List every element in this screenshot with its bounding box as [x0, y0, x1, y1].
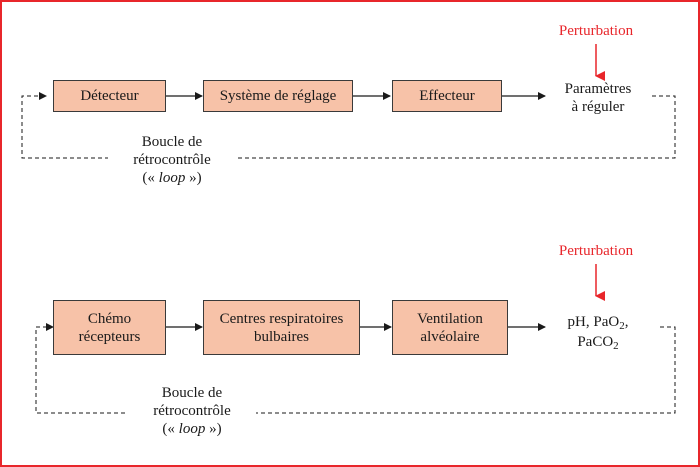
output-gaz-sanguins: pH, PaO2, PaCO2 [548, 312, 648, 352]
box-ventilation-alveolaire: Ventilation alvéolaire [392, 300, 508, 355]
loop-label-bottom: Boucle de rétrocontrôle (« loop ») [128, 384, 256, 438]
loop-label-top-line2: rétrocontrôle [133, 152, 211, 168]
loop-label-top-line3: (« loop ») [142, 170, 202, 186]
loop-label-bottom-line1: Boucle de [161, 385, 223, 401]
perturbation-label-top: Perturbation [558, 23, 634, 39]
box-detecteur: Détecteur [53, 80, 166, 112]
output-parametres-line1: Paramètres [564, 81, 632, 97]
perturbation-label-bottom: Perturbation [558, 243, 634, 259]
feedback-loop-bottom [35, 323, 676, 414]
box-centres-respiratoires: Centres respiratoires bulbaires [203, 300, 360, 355]
output-parametres: Paramètres à réguler [548, 80, 648, 116]
box-systeme-de-reglage: Système de réglage [203, 80, 353, 112]
output-gaz-line1: pH, PaO2, [567, 314, 629, 332]
loop-label-bottom-line3: (« loop ») [162, 421, 222, 437]
output-parametres-line2: à réguler [571, 99, 625, 115]
box-chemorecepteurs: Chémo récepteurs [53, 300, 166, 355]
output-gaz-line2: PaCO2 [577, 334, 619, 352]
box-effecteur: Effecteur [392, 80, 502, 112]
loop-label-top: Boucle de rétrocontrôle (« loop ») [108, 133, 236, 187]
loop-label-bottom-line2: rétrocontrôle [153, 403, 231, 419]
loop-label-top-line1: Boucle de [141, 134, 203, 150]
